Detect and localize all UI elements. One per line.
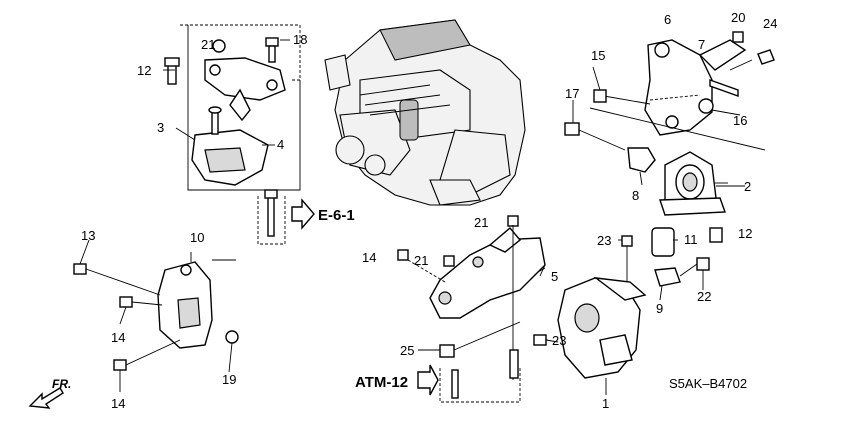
callout-numbers: 1 2 3 4 5 6 7 8 9 10 11 12 12 13 14 14 1… [81, 10, 777, 411]
callout-8: 8 [632, 188, 639, 203]
callout-13: 13 [81, 228, 95, 243]
callout-21b: 21 [474, 215, 488, 230]
callout-5: 5 [551, 269, 558, 284]
callout-19: 19 [222, 372, 236, 387]
callout-14a: 14 [362, 250, 376, 265]
callout-16: 16 [733, 113, 747, 128]
callout-21c: 21 [414, 253, 428, 268]
center-bracket-group [397, 215, 546, 380]
front-direction-arrow: FR. [28, 377, 71, 409]
callout-25: 25 [400, 343, 414, 358]
left-lower-mount-group [73, 252, 239, 371]
callout-10: 10 [190, 230, 204, 245]
callout-18: 18 [293, 32, 307, 47]
reference-atm-12[interactable]: ATM-12 [355, 374, 408, 391]
callout-14b: 14 [111, 330, 125, 345]
callout-2: 2 [744, 179, 751, 194]
front-direction-label: FR. [52, 377, 71, 391]
right-bracket-group [589, 31, 775, 151]
right-mount-group [564, 122, 728, 257]
callout-20: 20 [731, 10, 745, 25]
callout-9: 9 [656, 301, 663, 316]
callout-6: 6 [664, 12, 671, 27]
callout-12a: 12 [137, 63, 151, 78]
callout-3: 3 [157, 120, 164, 135]
reference-e-6-1[interactable]: E-6-1 [318, 207, 355, 224]
bolt-25-group [417, 321, 521, 403]
lower-right-mount-group [533, 235, 710, 379]
callout-7: 7 [698, 37, 705, 52]
callout-4: 4 [277, 137, 284, 152]
callout-22: 22 [697, 289, 711, 304]
engine-illustration [324, 19, 526, 206]
callout-23a: 23 [597, 233, 611, 248]
leader-lines [79, 66, 745, 395]
callout-14c: 14 [111, 396, 125, 411]
callout-12b: 12 [738, 226, 752, 241]
callout-17: 17 [565, 86, 579, 101]
callout-21a: 21 [201, 37, 215, 52]
diagram-code: S5AK–B4702 [669, 376, 747, 391]
callout-23b: 23 [552, 333, 566, 348]
callout-15: 15 [591, 48, 605, 63]
callout-11: 11 [684, 232, 698, 247]
callout-24: 24 [763, 16, 777, 31]
callout-1: 1 [602, 396, 609, 411]
e61-reference-arrow [291, 198, 315, 230]
left-mount-group [163, 24, 301, 245]
